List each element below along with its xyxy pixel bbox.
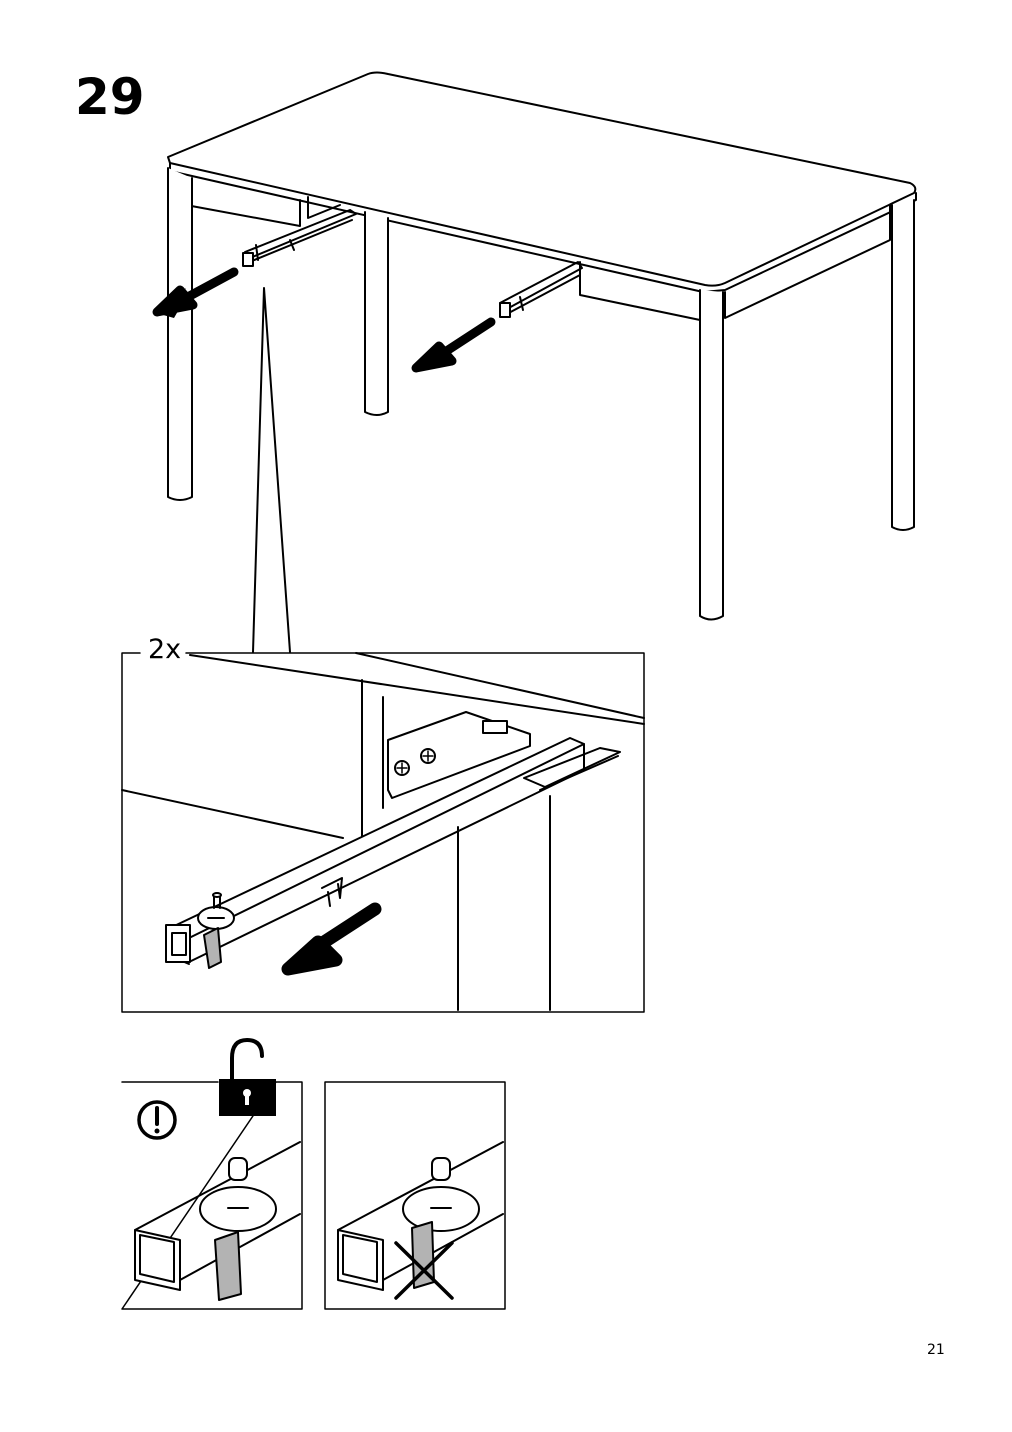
exclamation-circle-icon [137,1100,177,1140]
step-number: 29 [75,68,145,126]
correct-detail-panel [121,1038,303,1310]
mounting-bracket [387,711,531,799]
unlocked-padlock-icon [219,1038,276,1116]
table-leg [891,199,915,531]
left-slide-rail [242,196,357,267]
pull-arrow-icon [281,902,382,976]
latch-tab [203,927,222,969]
right-slide-rail [499,261,583,318]
cross-mark-icon [394,1241,454,1300]
pull-arrow-icon [411,317,496,373]
table-leg [699,289,724,621]
latch-tab [214,1231,242,1301]
pull-arrow-icon [152,267,239,317]
detail-panel [121,652,645,1013]
incorrect-detail-panel [324,1081,506,1310]
table-leg [167,167,193,501]
quantity-label: 2x [146,634,184,665]
table-leg [364,211,389,416]
table-top [167,71,917,287]
page-number: 21 [927,1342,945,1358]
table-illustration [152,71,917,653]
